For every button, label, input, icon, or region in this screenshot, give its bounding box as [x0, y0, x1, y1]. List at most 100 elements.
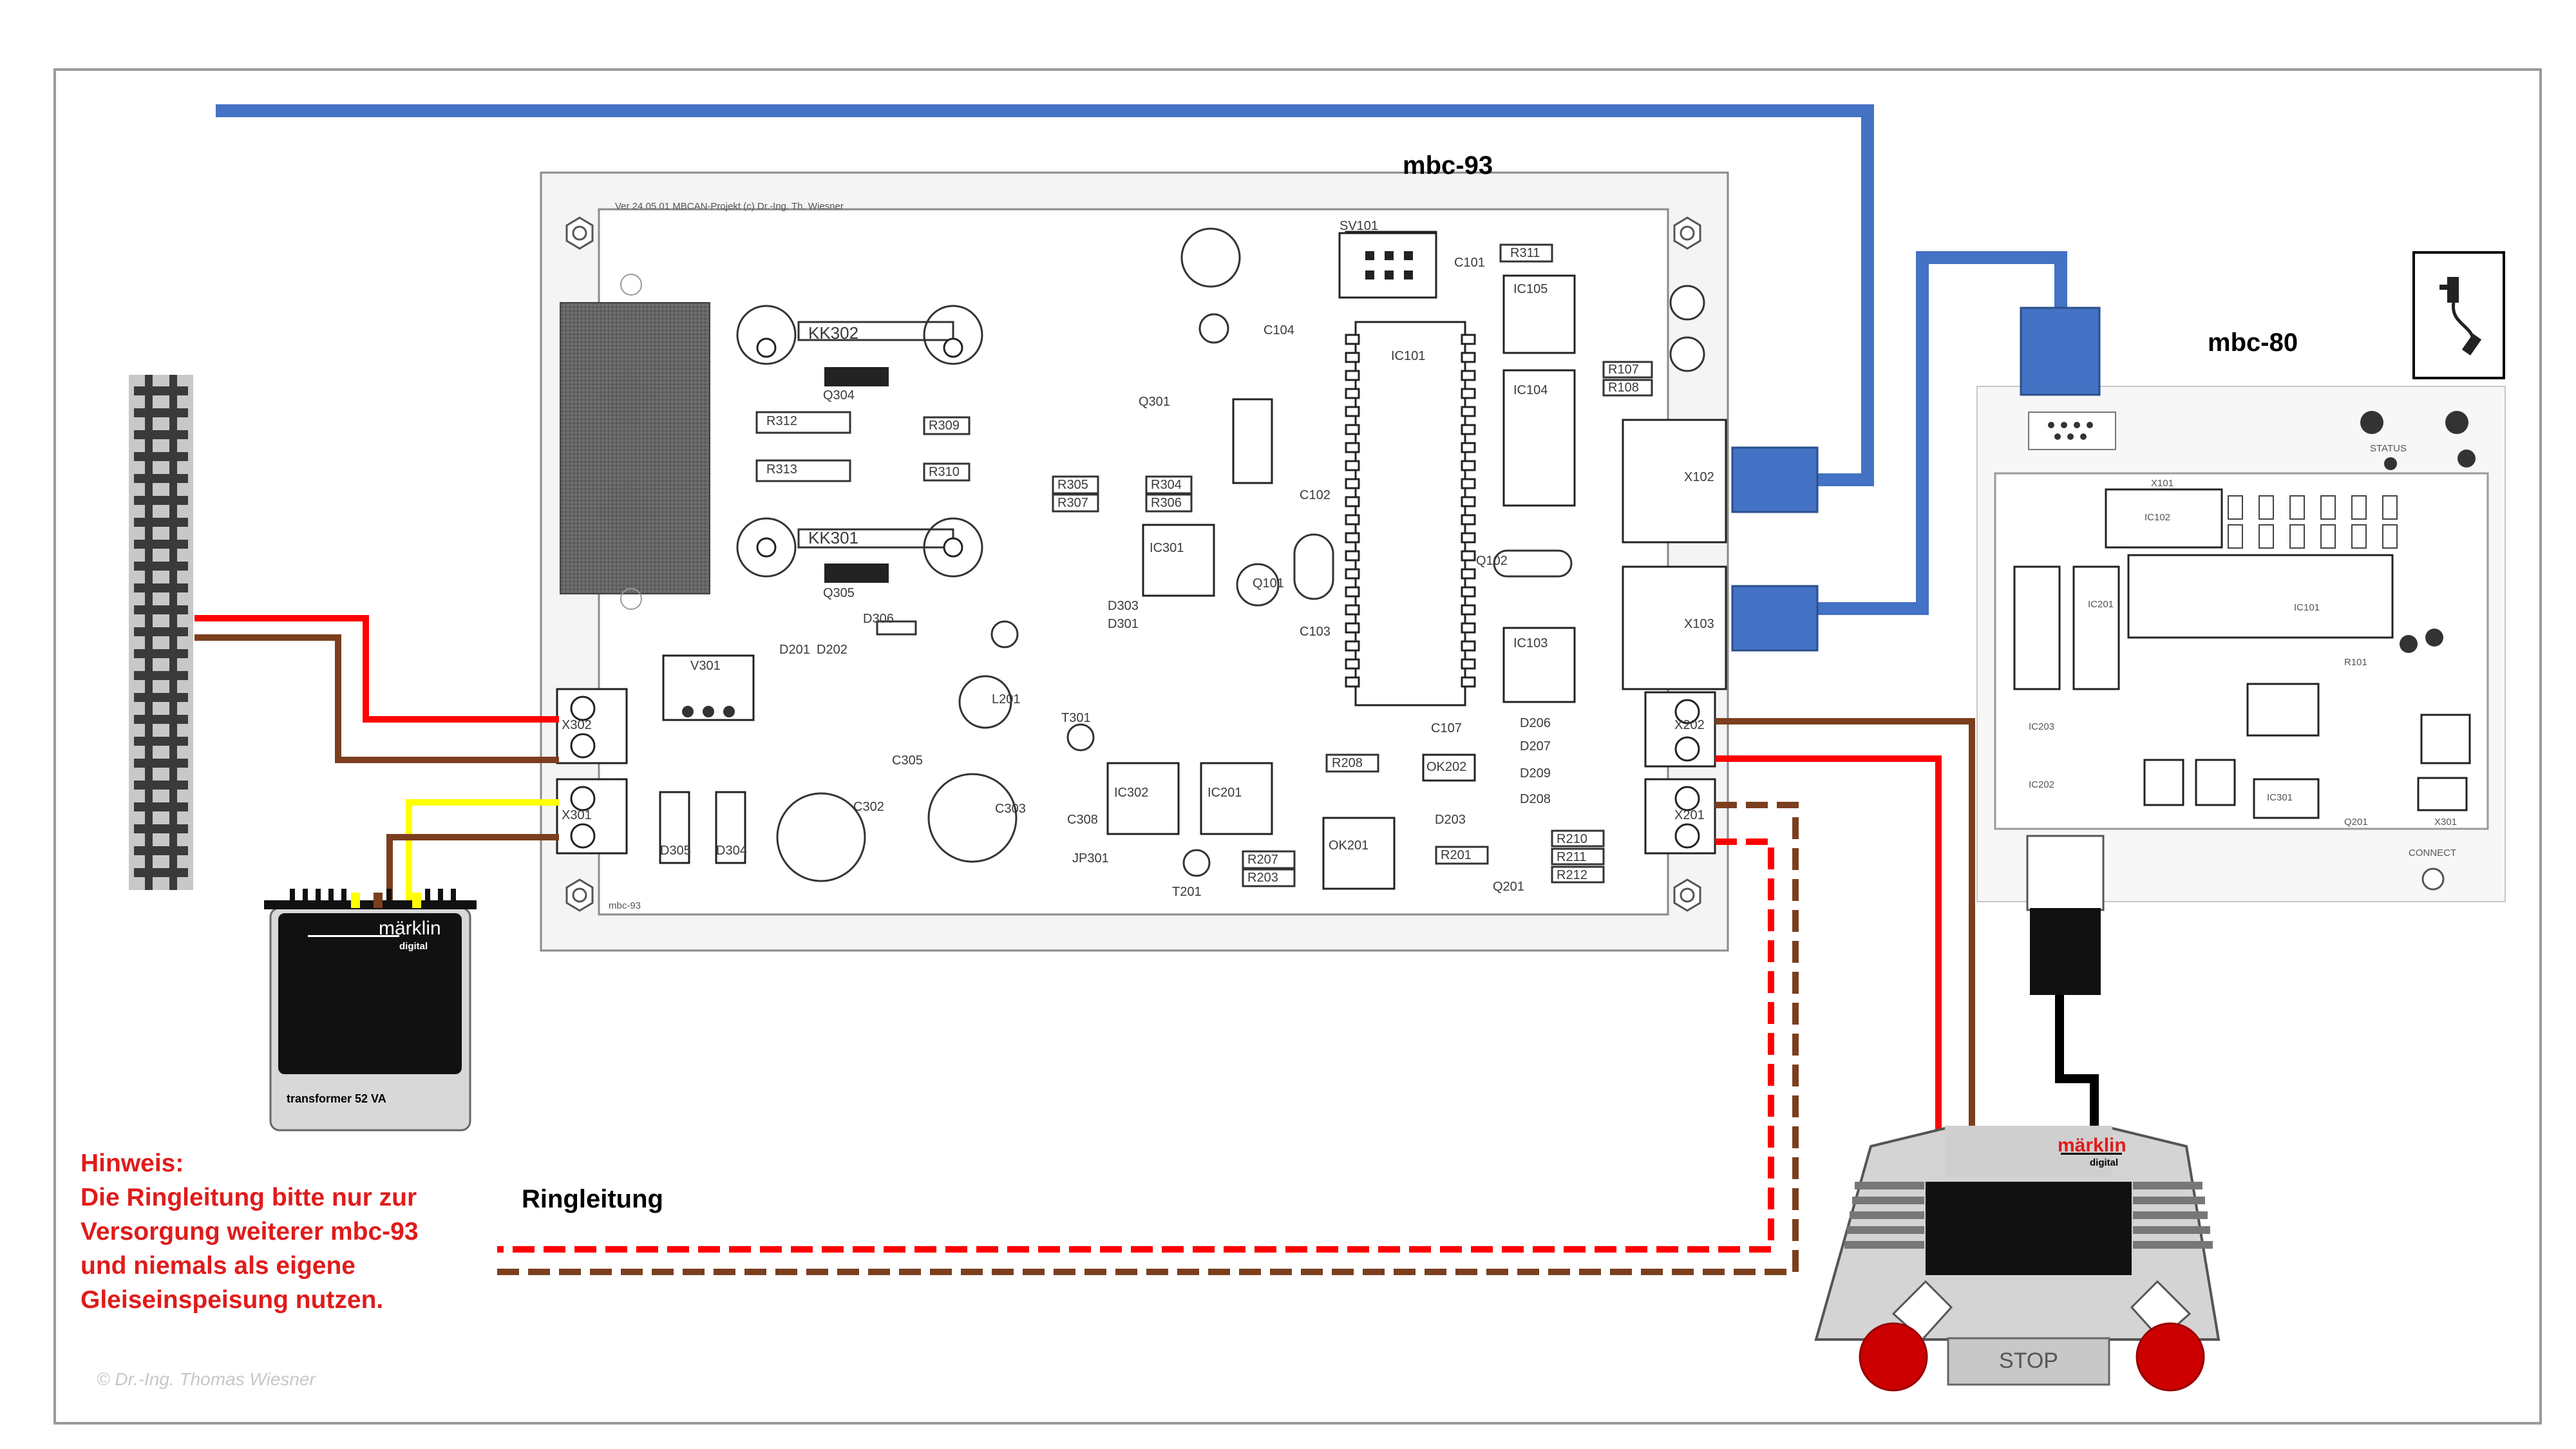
track-sleeper [134, 430, 188, 439]
ic-pin [1345, 640, 1360, 652]
pcb-label: T301 [1061, 711, 1091, 725]
track-sleeper [134, 824, 188, 833]
pcb-label: D305 [660, 844, 691, 858]
pcb-label: KK301 [808, 528, 859, 547]
track-sleeper [134, 452, 188, 461]
ic-pin [1461, 370, 1476, 381]
ic-pin [1345, 676, 1360, 688]
pcb-label: Q102 [1476, 554, 1508, 568]
ic-pin [1345, 334, 1360, 345]
copyright: © Dr.-Ing. Thomas Wiesner [97, 1369, 316, 1389]
pcb-label: IC105 [1513, 282, 1548, 296]
ic-pin [1461, 496, 1476, 507]
right-knob[interactable] [2136, 1322, 2205, 1392]
pcb-label: R311 [1510, 246, 1540, 260]
ic-pin [1461, 460, 1476, 471]
pcb-label: Q305 [823, 586, 855, 600]
ic-pin [1345, 352, 1360, 363]
ic-pin [1461, 604, 1476, 616]
pcb-label: R203 [1247, 871, 1278, 885]
left-knob[interactable] [1859, 1322, 1928, 1392]
pcb-label: IC201 [1208, 786, 1242, 800]
track-sleeper [134, 649, 188, 658]
pcb-label: D206 [1520, 716, 1551, 730]
pcb-label: D201 [779, 643, 810, 657]
smd-part [2382, 495, 2398, 520]
pcb-label: C107 [1431, 721, 1462, 735]
pcb-label: R310 [929, 465, 960, 479]
track-sleeper [134, 605, 188, 614]
smd-part [2289, 495, 2305, 520]
pcb-label: IC103 [1513, 636, 1548, 650]
ic-pin [1345, 478, 1360, 489]
pcb93-footer: mbc-93 [609, 900, 641, 911]
pcb80-label: IC202 [2029, 779, 2055, 790]
pcb-label: R312 [766, 414, 797, 428]
central-station-device [1814, 1126, 2221, 1392]
pcb-label: D304 [716, 844, 747, 858]
track-sleeper [134, 540, 188, 549]
ring-line-label: Ringleitung [522, 1185, 663, 1213]
pcb-label: R210 [1557, 832, 1587, 846]
can-plug-mbc80 [2020, 307, 2101, 396]
ic-pin [1345, 658, 1360, 670]
header-pin [1404, 270, 1413, 279]
track-sleeper [134, 583, 188, 592]
ic-pin [1345, 370, 1360, 381]
mbc93-board [540, 171, 1729, 952]
pcb-label: C103 [1300, 625, 1331, 639]
pcb80-label: IC101 [2294, 602, 2320, 613]
pcb-label: D202 [817, 643, 848, 657]
ic-pin [1345, 550, 1360, 562]
pcb-label: R211 [1557, 850, 1587, 864]
pcb-label: X102 [1684, 470, 1714, 484]
header-pin [1385, 251, 1394, 260]
pcb-label: IC104 [1513, 383, 1548, 397]
pcb-label: R201 [1441, 848, 1472, 862]
pcb-label: Q201 [1493, 880, 1524, 894]
transformer-device [264, 889, 477, 1132]
ic-pin [1461, 442, 1476, 453]
pcb-label: X202 [1674, 718, 1705, 732]
ic-pin [1461, 334, 1476, 345]
smd-part [2351, 495, 2367, 520]
stop-button[interactable]: STOP [1999, 1349, 2058, 1373]
smd-part [2259, 524, 2274, 549]
pcb80-label: X101 [2151, 478, 2174, 489]
pcb-label: Q301 [1139, 395, 1170, 409]
pcb-label: R309 [929, 419, 960, 433]
mbc80-title: mbc-80 [2208, 328, 2298, 357]
pcb-label: R304 [1151, 478, 1182, 492]
ic-pin [1461, 532, 1476, 544]
ic-pin [1461, 406, 1476, 417]
can-plug-x103 [1731, 585, 1819, 652]
track-sleeper [134, 715, 188, 724]
pcb-label: D208 [1520, 792, 1551, 806]
note-line: und niemals als eigene [80, 1252, 355, 1280]
smd-part [2351, 524, 2367, 549]
track-sleeper [134, 671, 188, 680]
ic-pin [1461, 352, 1476, 363]
ic-pin [1345, 442, 1360, 453]
pcb-label: R107 [1608, 363, 1639, 377]
track-sleeper [134, 759, 188, 768]
pcb80-label: CONNECT [2409, 848, 2457, 858]
pcb-label: C308 [1067, 813, 1098, 827]
track-icon [129, 375, 193, 890]
header-pin [1385, 270, 1394, 279]
pcb-label: X301 [562, 808, 592, 822]
track-sleeper [134, 562, 188, 571]
pcb80-label: STATUS [2370, 443, 2407, 454]
header-pin [1365, 270, 1374, 279]
note-line: Hinweis: [80, 1150, 184, 1177]
pcb-label: X103 [1684, 617, 1714, 631]
track-sleeper [134, 846, 188, 855]
smd-part [2382, 524, 2398, 549]
track-sleeper [134, 496, 188, 505]
ic-pin [1345, 604, 1360, 616]
ic-pin [1345, 388, 1360, 399]
pcb80-label: R101 [2344, 657, 2367, 668]
ic-pin [1461, 550, 1476, 562]
ic-pin [1461, 568, 1476, 580]
smd-part [2320, 495, 2336, 520]
